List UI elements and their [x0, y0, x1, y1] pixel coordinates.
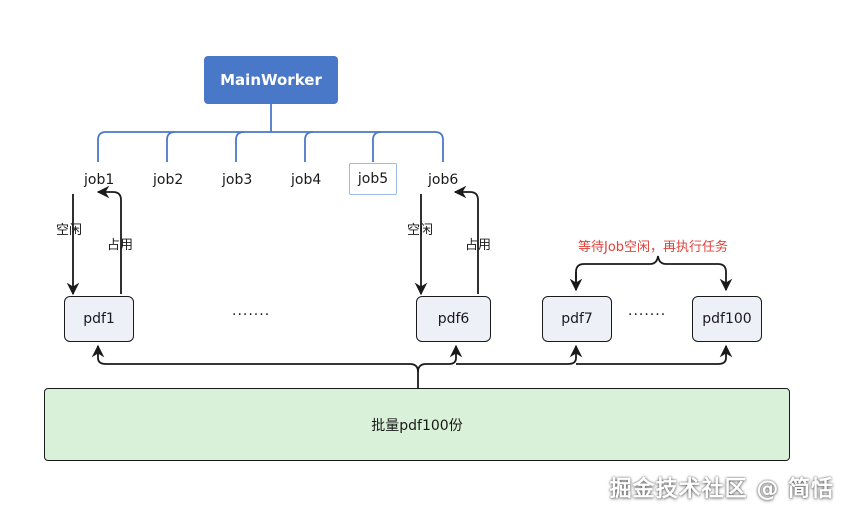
pdf1-node: pdf1 [64, 296, 134, 342]
pdf7-node: pdf7 [542, 296, 612, 342]
wait-note: 等待Job空闲，再执行任务 [578, 240, 729, 255]
wait-brace [575, 255, 733, 292]
main-worker-node: MainWorker [204, 56, 338, 104]
ellipsis-left: ....... [232, 303, 271, 319]
pdf100-node: pdf100 [692, 296, 762, 342]
job4-label: job4 [291, 172, 322, 188]
job1-pdf1-loop [66, 185, 122, 296]
batch-distribution-arrows [91, 344, 733, 388]
job6-label: job6 [428, 172, 459, 188]
ellipsis-right: ....... [628, 303, 667, 319]
idle-label-job1: 空闲 [56, 223, 83, 238]
job2-label: job2 [153, 172, 184, 188]
idle-label-job6: 空闲 [407, 223, 434, 238]
job3-label: job3 [222, 172, 253, 188]
worker-job-tree [97, 104, 444, 162]
batch-pdf-source: 批量pdf100份 [44, 388, 790, 461]
job5-label: job5 [349, 163, 397, 195]
watermark-text: 掘金技术社区 @ 简恬 [609, 477, 834, 502]
job1-label: job1 [84, 172, 115, 188]
job6-pdf6-loop [414, 185, 479, 296]
busy-label-job1: 占用 [107, 238, 134, 253]
pdf6-node: pdf6 [416, 296, 491, 342]
busy-label-job6: 占用 [465, 238, 492, 253]
